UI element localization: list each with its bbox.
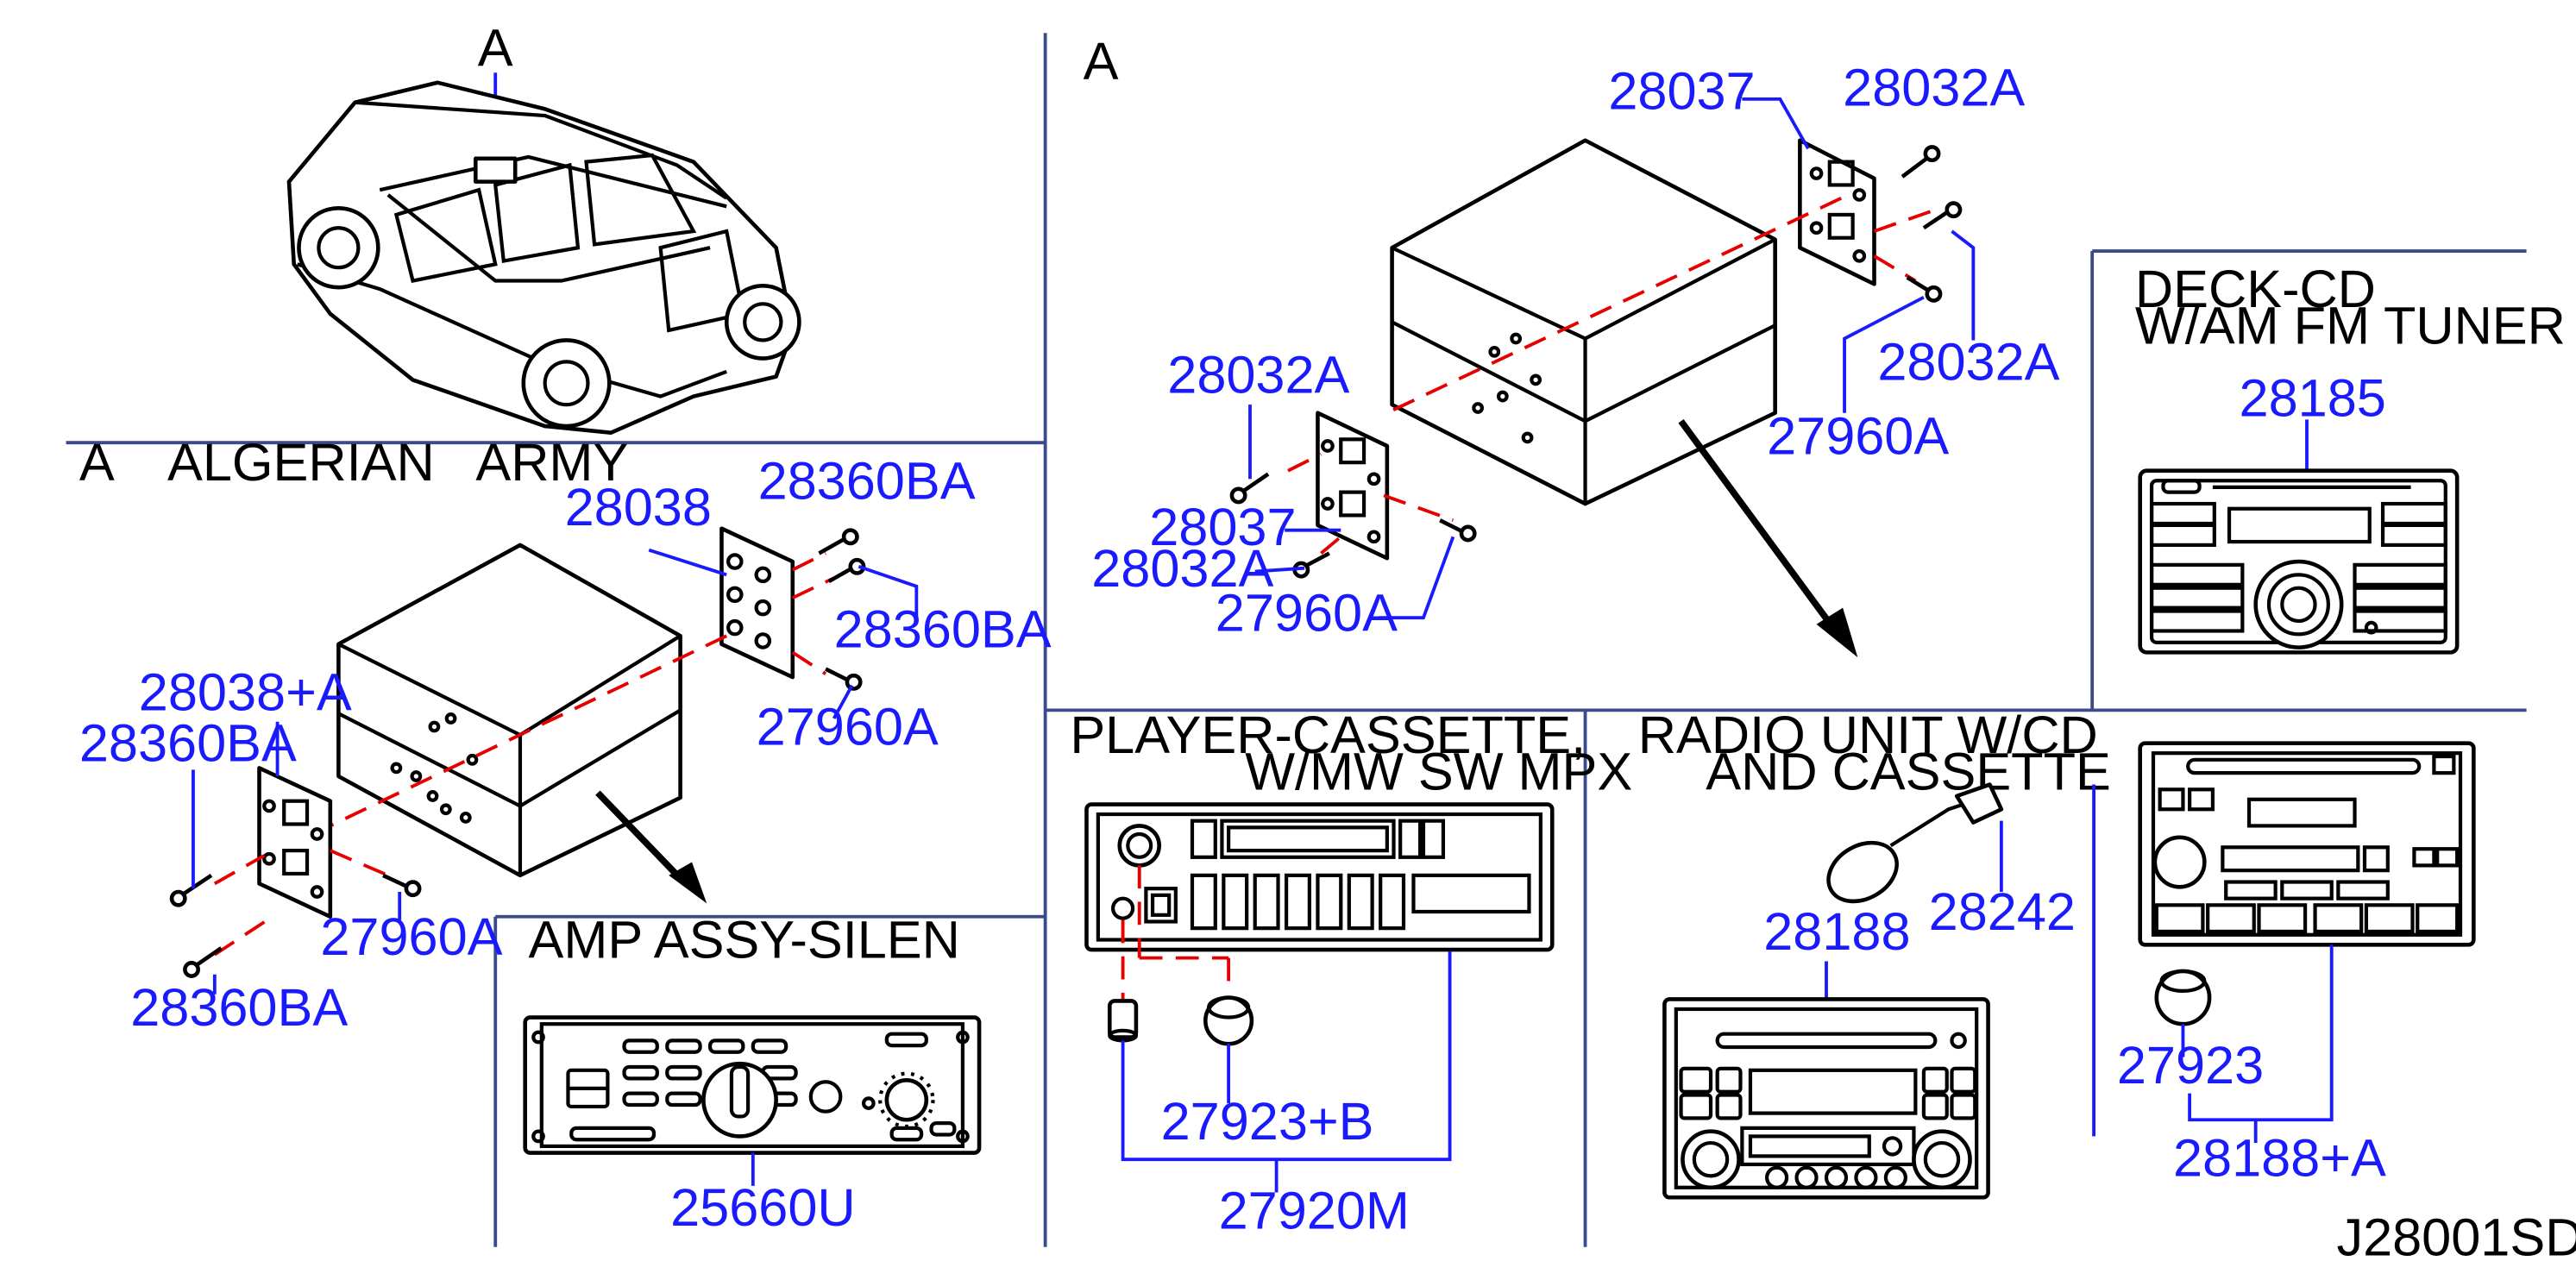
player-cassette-section: PLAYER-CASSETTE, W/MW SW MPX 27923+B 279… bbox=[1070, 706, 1632, 1239]
section-dividers bbox=[66, 33, 2527, 1247]
algerian-caption: A ALGERIAN ARMY bbox=[79, 433, 628, 492]
label-27923B: 27923+B bbox=[1161, 1092, 1374, 1151]
cassette-caption-1: PLAYER-CASSETTE, bbox=[1070, 706, 1586, 764]
cassette-caption-2: W/MW SW MPX bbox=[1245, 742, 1632, 800]
label-27920M: 27920M bbox=[1219, 1182, 1410, 1240]
label-27960A-alg2: 27960A bbox=[320, 907, 502, 966]
diagram-code: J28001SD bbox=[2336, 1208, 2576, 1266]
label-28032A-top: 28032A bbox=[1843, 59, 2025, 117]
label-27960A-top: 27960A bbox=[1767, 407, 1949, 466]
label-28037-left: 28037 bbox=[1149, 498, 1296, 556]
deck-cd-caption-1: DECK-CD bbox=[2135, 260, 2376, 318]
amp-assy-section: AMP ASSY-SILEN 25660U bbox=[523, 911, 982, 1237]
radio-unit-28188A: 27923 28188+A bbox=[2092, 741, 2476, 1187]
radio-cd-caption-1: RADIO UNIT W/CD bbox=[1638, 706, 2098, 764]
label-28032A-right: 28032A bbox=[1877, 332, 2059, 391]
label-28185: 28185 bbox=[2240, 369, 2386, 428]
label-25660U: 25660U bbox=[670, 1178, 856, 1237]
label-28188A: 28188+A bbox=[2173, 1128, 2386, 1187]
vehicle-illustration: A bbox=[286, 19, 801, 435]
algerian-army-section: A ALGERIAN ARMY bbox=[79, 433, 1052, 1037]
deck-cd-caption-2: W/AM FM TUNER bbox=[2135, 296, 2566, 355]
radio-cd-caption-2: AND CASSETTE bbox=[1706, 742, 2111, 800]
radio-cd-section: RADIO UNIT W/CD AND CASSETTE 28242 28188 bbox=[1638, 706, 2111, 1200]
label-28188: 28188 bbox=[1763, 902, 1910, 961]
label-28360BA-1: 28360BA bbox=[758, 451, 976, 510]
label-28360BA-2: 28360BA bbox=[834, 600, 1052, 659]
label-28032A-left: 28032A bbox=[1167, 346, 1349, 405]
label-27923: 27923 bbox=[2117, 1036, 2264, 1095]
radio-location-marker bbox=[473, 156, 518, 184]
mount-a-label: A bbox=[1084, 32, 1119, 91]
label-28360BA-4: 28360BA bbox=[130, 978, 348, 1037]
label-28038: 28038 bbox=[565, 478, 712, 536]
mounting-detail-a: A bbox=[1084, 32, 2060, 658]
vehicle-location-label: A bbox=[478, 19, 513, 78]
amp-caption: AMP ASSY-SILEN bbox=[529, 911, 960, 969]
label-28037-top: 28037 bbox=[1608, 61, 1755, 120]
label-28032A-lower: 28032A bbox=[1091, 539, 1273, 598]
deck-cd-section: DECK-CD W/AM FM TUNER 28185 bbox=[2135, 260, 2566, 655]
label-27960A-alg: 27960A bbox=[757, 698, 939, 756]
label-28360BA-3: 28360BA bbox=[79, 714, 297, 773]
label-28242: 28242 bbox=[1929, 882, 2076, 941]
label-27960A-lower: 27960A bbox=[1216, 583, 1398, 642]
label-28038A: 28038+A bbox=[139, 662, 352, 721]
